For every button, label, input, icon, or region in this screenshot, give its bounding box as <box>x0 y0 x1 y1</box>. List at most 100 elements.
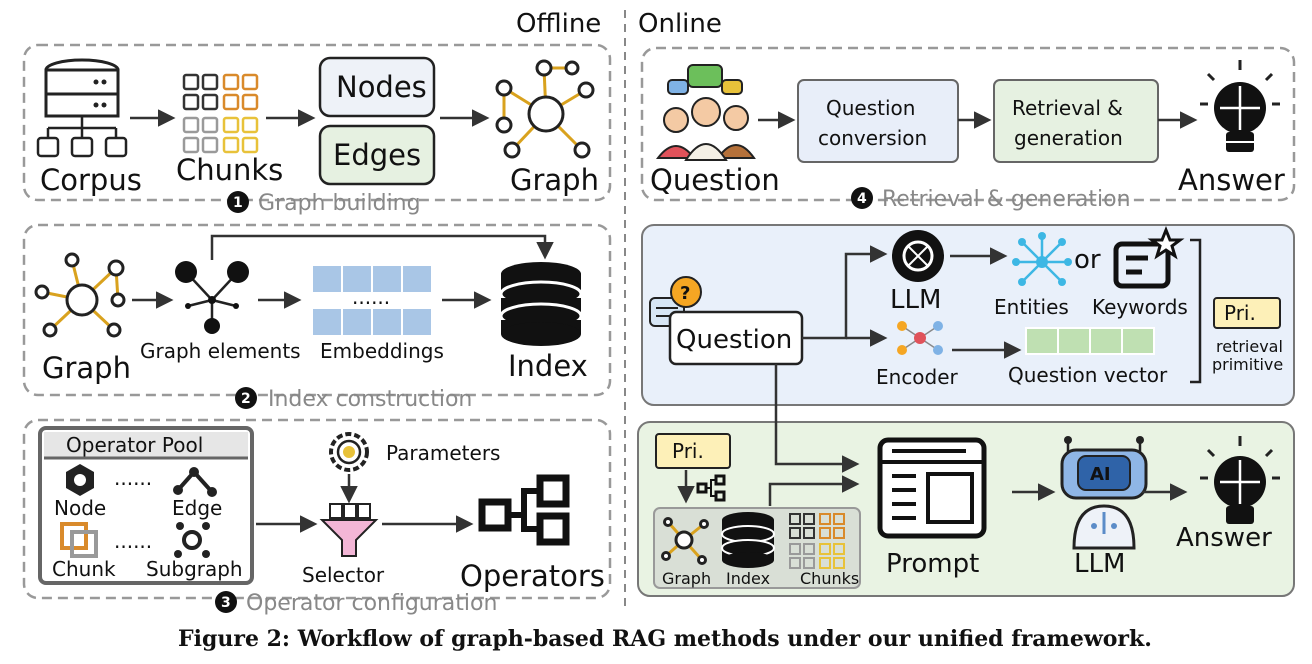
answer-label-4: Answer <box>1178 163 1285 197</box>
keywords-icon <box>1113 225 1185 289</box>
stage-retrieval-generation: Question Question conversion Retrieval &… <box>640 46 1296 212</box>
step-2-number: 2 <box>241 391 251 407</box>
step-1-number: 1 <box>233 195 243 211</box>
question-vector-label: Question vector <box>1008 363 1168 387</box>
parameters-label: Parameters <box>386 441 500 465</box>
selector-label: Selector <box>302 563 385 587</box>
entities-icon <box>1012 232 1072 286</box>
openai-icon <box>892 230 944 282</box>
nodes-box <box>318 56 436 118</box>
subgraph-operator-icon <box>174 522 210 558</box>
index-database-icon <box>721 512 775 568</box>
edges-box <box>318 124 436 186</box>
generation-panel: Pri. Graph Index <box>637 364 1295 597</box>
graph-icon <box>34 252 126 338</box>
primitive-line1: retrieval <box>1216 337 1283 356</box>
lightbulb-icon <box>1200 60 1280 152</box>
graph-label-2: Graph <box>42 351 131 385</box>
chunk-operator-label: Chunk <box>52 557 116 581</box>
embeddings-label: Embeddings <box>320 339 444 363</box>
llm-label-panel: LLM <box>890 285 941 315</box>
chunk-operator-icon <box>60 522 98 558</box>
embeddings-dots: ...... <box>352 285 390 309</box>
stage2-title: Index construction <box>268 387 472 412</box>
step-4-badge <box>851 187 873 209</box>
chunks-label: Chunks <box>176 153 283 187</box>
entities-label: Entities <box>994 295 1069 319</box>
question-label-4: Question <box>650 163 780 197</box>
operators-icon <box>478 474 570 546</box>
question-conversion-line2: conversion <box>818 126 927 150</box>
embeddings-icon <box>311 264 433 337</box>
stage4-title: Retrieval & generation <box>882 187 1131 212</box>
graph-icon <box>495 59 595 159</box>
pri-box-panel <box>1213 297 1281 329</box>
index-label: Index <box>508 349 588 383</box>
edge-operator-label: Edge <box>172 496 222 520</box>
index-database-icon <box>499 262 583 346</box>
step-4-number: 4 <box>857 191 867 207</box>
flow-small-icon <box>696 474 726 502</box>
retrieval-line2: generation <box>1014 126 1123 150</box>
edge-operator-icon <box>173 467 217 497</box>
question-vector-icon <box>1025 327 1155 355</box>
speech-bubble-icon: ? <box>649 276 702 327</box>
stage1-title: Graph building <box>258 191 421 216</box>
offline-header: Offline <box>516 9 601 39</box>
database-icon <box>36 58 128 158</box>
question-conversion-panel: ? Question LLM Encoder <box>641 224 1295 406</box>
stage-graph-building: Corpus Chunks Nodes Edges <box>22 43 612 216</box>
graph-label-gen: Graph <box>662 569 711 588</box>
operator-pool-title: Operator Pool <box>66 433 203 457</box>
prompt-label: Prompt <box>886 549 979 579</box>
corpus-label: Corpus <box>40 163 142 197</box>
stage3-title: Operator configuration <box>246 591 497 616</box>
funnel-icon <box>319 503 379 557</box>
stage-index-construction: Graph Graph elements ...... <box>22 223 612 412</box>
node-operator-icon <box>66 464 94 496</box>
chunks-grid-icon <box>182 73 259 154</box>
pool-dots-2: ...... <box>114 529 152 553</box>
or-label: or <box>1074 245 1101 275</box>
index-label-gen: Index <box>726 569 770 588</box>
pri-label-panel: Pri. <box>1224 301 1256 325</box>
question-conversion-line1: Question <box>826 96 915 120</box>
figure-caption: Figure 2: Workflow of graph-based RAG me… <box>178 626 1152 652</box>
encoder-label: Encoder <box>876 365 959 389</box>
robot-icon: AI <box>1060 436 1148 550</box>
lightbulb-icon <box>1200 436 1280 524</box>
pri-box-gen <box>655 433 731 469</box>
stage-operator-configuration: Operator Pool Node ...... Edge Chunk ...… <box>22 418 612 616</box>
nodes-label: Nodes <box>336 70 427 104</box>
graph-label: Graph <box>510 163 599 197</box>
prompt-window-icon <box>877 437 987 539</box>
edges-label: Edges <box>333 138 421 172</box>
subgraph-operator-label: Subgraph <box>146 557 243 581</box>
online-header: Online <box>638 9 722 39</box>
operators-label: Operators <box>460 559 605 593</box>
step-1-badge <box>227 191 249 213</box>
primitive-line2: primitive <box>1212 355 1283 374</box>
question-label-panel: Question <box>676 325 792 355</box>
step-3-number: 3 <box>221 595 231 611</box>
ai-label: AI <box>1090 464 1111 485</box>
chunks-grid-icon <box>789 513 845 569</box>
keywords-label: Keywords <box>1092 295 1188 319</box>
retrieval-line1: Retrieval & <box>1012 96 1123 120</box>
pri-label-gen: Pri. <box>672 439 704 463</box>
graph-elements-label: Graph elements <box>140 339 301 363</box>
step-2-badge <box>235 387 257 409</box>
encoder-icon <box>897 321 943 355</box>
graph-elements-icon <box>175 261 249 334</box>
chunks-label-gen: Chunks <box>800 569 859 588</box>
pool-dots-1: ...... <box>114 466 152 490</box>
step-3-badge <box>215 591 237 613</box>
node-operator-label: Node <box>54 496 106 520</box>
gear-icon <box>329 432 369 472</box>
graph-icon <box>661 517 709 565</box>
svg-text:?: ? <box>680 283 690 304</box>
answer-label-gen: Answer <box>1176 523 1272 553</box>
llm-label-gen: LLM <box>1074 549 1125 579</box>
people-icon <box>655 64 756 161</box>
